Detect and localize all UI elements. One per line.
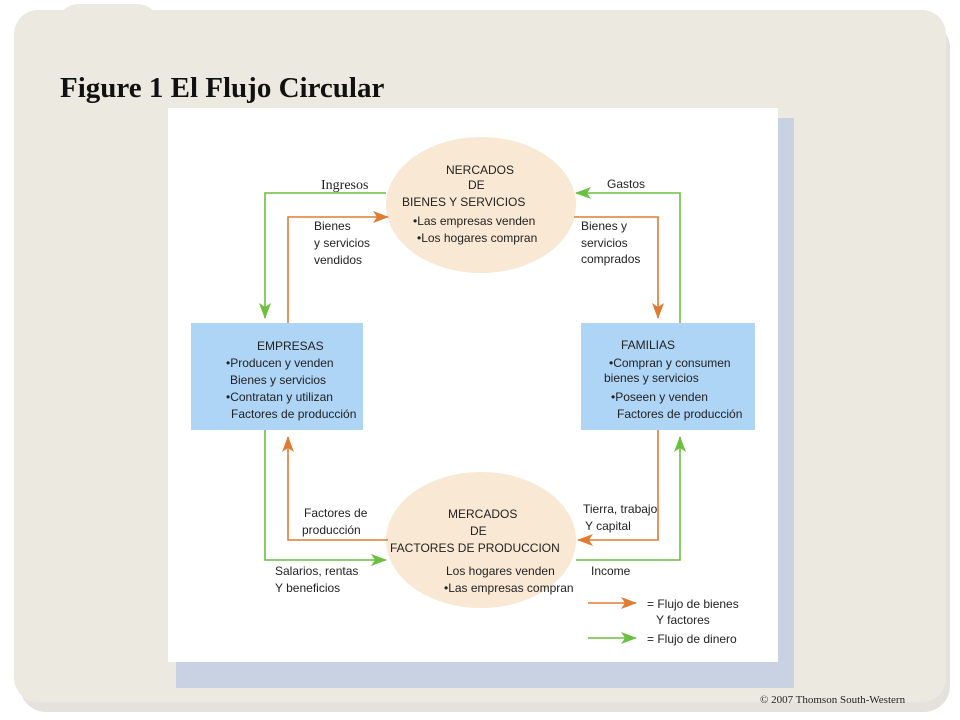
goods-sold-label-1: Bienes [314, 219, 351, 233]
goods-bought-label-2: servicios [581, 236, 628, 250]
firms-line-3: •Contratan y utilizan [226, 390, 333, 404]
income-flow-arrow [576, 436, 686, 561]
goods-sold-label-3: vendidos [314, 253, 363, 267]
factors-from-households-flow-arrow [577, 430, 659, 546]
factors-label-1: Factores de [304, 506, 368, 520]
income-label: Income [591, 564, 631, 578]
goods-market-title-2: DE [468, 178, 485, 192]
households-title: FAMILIAS [621, 338, 676, 352]
factor-market-bullet-2: •Las empresas compran [444, 581, 574, 595]
land-labor-label-2: Y capital [585, 519, 631, 533]
wages-flow-arrow [264, 430, 387, 566]
spending-flow-arrow [575, 187, 681, 323]
households-line-1: •Compran y consumen [609, 356, 731, 370]
households-line-2: bienes y servicios [604, 371, 699, 385]
goods-bought-flow-arrow [574, 216, 664, 319]
land-labor-label-1: Tierra, trabajo [583, 502, 658, 516]
households-box [581, 323, 755, 430]
spending-label: Gastos [607, 177, 646, 191]
goods-market-title-1: NERCADOS [446, 163, 515, 177]
firms-title: EMPRESAS [257, 339, 324, 353]
firms-line-4: Factores de producción [231, 407, 357, 421]
wages-label-1: Salarios, rentas [275, 564, 359, 578]
factor-market-title-2: DE [470, 524, 487, 538]
wages-label-2: Y beneficios [275, 581, 341, 595]
slide-title: Figure 1 El Flujo Circular [60, 72, 385, 104]
goods-market-bullet-1: •Las empresas venden [413, 214, 536, 228]
goods-sold-flow-arrow [287, 211, 389, 323]
legend-money-label: = Flujo de dinero [647, 632, 737, 646]
goods-bought-label-3: comprados [581, 252, 641, 266]
revenue-flow-arrow [259, 192, 386, 319]
households-line-3: •Poseen y venden [611, 390, 708, 404]
households-line-4: Factores de producción [617, 407, 743, 421]
legend-goods-label-1: = Flujo de bienes [647, 597, 739, 611]
goods-market-ellipse [386, 137, 576, 273]
goods-market-bullet-2: •Los hogares compran [417, 231, 538, 245]
slide-card-tab [58, 4, 158, 44]
factor-market-bullet-1: Los hogares venden [446, 564, 555, 578]
copyright-notice: © 2007 Thomson South-Western [760, 694, 906, 706]
firms-line-2: Bienes y servicios [230, 373, 327, 387]
firms-box [191, 323, 363, 430]
firms-line-1: •Producen y venden [226, 356, 334, 370]
goods-market-title-3: BIENES Y SERVICIOS [402, 195, 526, 209]
factor-market-title-1: MERCADOS [448, 507, 518, 521]
factors-to-firms-flow-arrow [282, 436, 388, 541]
revenue-label: Ingresos [321, 178, 369, 193]
goods-sold-label-2: y servicios [314, 236, 371, 250]
factor-market-ellipse [386, 472, 576, 608]
factor-market-title-3: FACTORES DE PRODUCCION [390, 541, 560, 555]
goods-bought-label-1: Bienes y [581, 219, 628, 233]
legend-goods-label-2: Y factores [656, 613, 710, 627]
factors-label-2: producción [302, 523, 361, 537]
